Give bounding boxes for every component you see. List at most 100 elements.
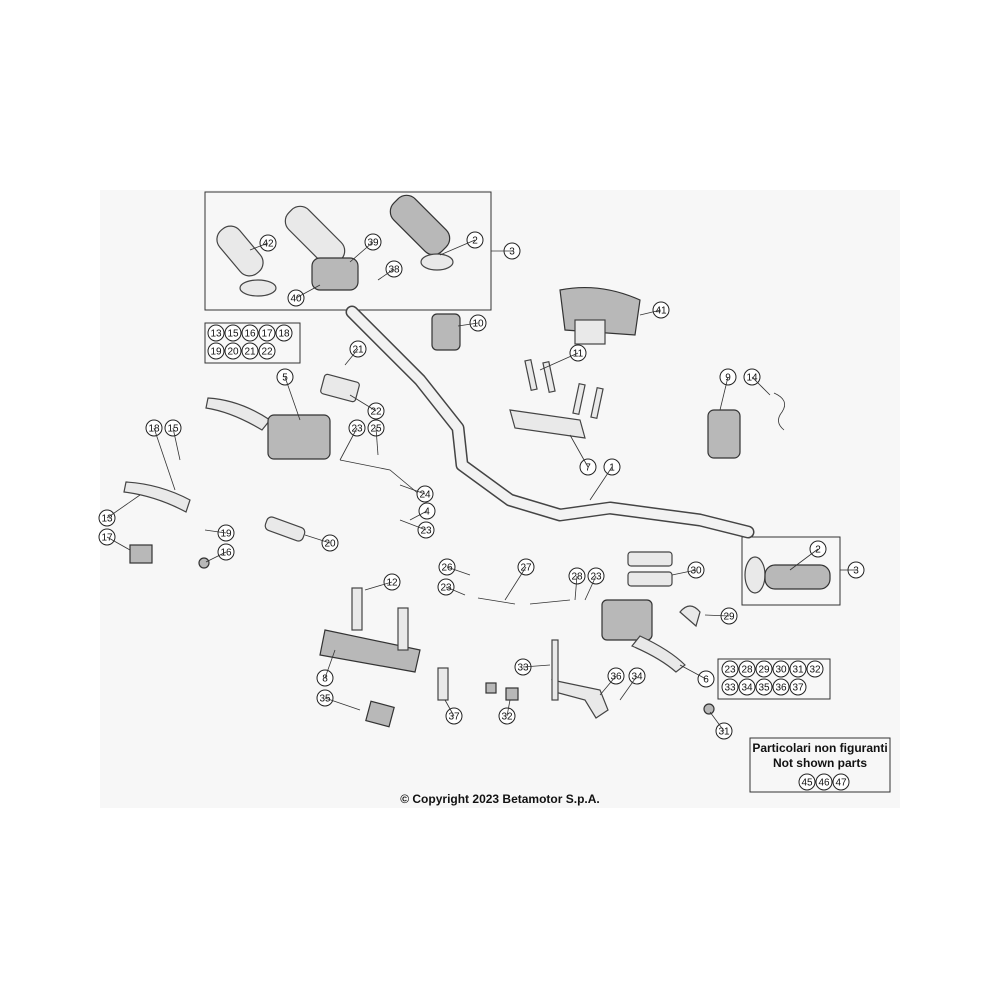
part-17: [129, 544, 153, 564]
svg-text:16: 16: [244, 329, 256, 340]
clutch-lever-5: [205, 397, 271, 431]
svg-text:17: 17: [101, 533, 113, 544]
nut-32: [505, 687, 519, 701]
svg-text:22: 22: [370, 407, 382, 418]
part-35: [365, 700, 395, 728]
svg-text:23: 23: [351, 424, 363, 435]
master-cylinder-5: [267, 414, 331, 460]
kit-right-callout-31[interactable]: 31: [789, 660, 807, 678]
not-shown-it: Particolari non figuranti: [752, 741, 887, 755]
kit-right-callout-37[interactable]: 37: [789, 678, 807, 696]
leader-line-23: [584, 575, 597, 601]
leader-line-6: [679, 664, 707, 680]
leader-line-22: [349, 394, 377, 412]
svg-text:26: 26: [441, 563, 453, 574]
svg-text:34: 34: [741, 683, 753, 694]
leader-line-28: [574, 575, 578, 601]
clip-29: [679, 605, 701, 628]
leader-line-25: [375, 427, 379, 456]
kit-left-callout-16[interactable]: 16: [241, 324, 259, 342]
kit-left-callout-20[interactable]: 20: [224, 342, 242, 360]
not-shown-callout-47[interactable]: 47: [832, 773, 850, 791]
leader-line-12: [364, 581, 393, 591]
svg-text:21: 21: [352, 345, 364, 356]
svg-text:11: 11: [573, 349, 584, 360]
right-grip-flange: [420, 253, 454, 271]
svg-text:3: 3: [509, 247, 515, 258]
leader-line-38: [377, 268, 395, 281]
svg-text:38: 38: [388, 265, 400, 276]
svg-text:28: 28: [741, 665, 753, 676]
leader-line-41: [639, 309, 662, 316]
svg-text:17: 17: [261, 329, 273, 340]
kit-left-callout-21[interactable]: 21: [241, 342, 259, 360]
svg-text:3: 3: [853, 566, 859, 577]
not-shown-frame: [749, 737, 891, 793]
kit-right-callout-28[interactable]: 28: [738, 660, 756, 678]
kit-right-callout-30[interactable]: 30: [772, 660, 790, 678]
kit-left-callout-22[interactable]: 22: [258, 342, 276, 360]
leader-line-16: [205, 551, 227, 563]
svg-text:21: 21: [244, 347, 256, 358]
svg-text:12: 12: [386, 578, 398, 589]
leader-line-13: [106, 494, 141, 519]
leader-line-27: [504, 566, 527, 601]
kit-left-callout-18[interactable]: 18: [275, 324, 293, 342]
kit-right-callout-23[interactable]: 23: [721, 660, 739, 678]
leader-line-9: [719, 376, 729, 411]
kit-right-callout-35[interactable]: 35: [755, 678, 773, 696]
svg-text:42: 42: [262, 239, 274, 250]
hose-24: [339, 459, 421, 496]
svg-text:29: 29: [758, 665, 770, 676]
svg-text:13: 13: [210, 329, 222, 340]
part-16: [198, 557, 210, 569]
leader-line-5: [284, 376, 301, 421]
not-shown-callout-45[interactable]: 45: [798, 773, 816, 791]
svg-text:6: 6: [703, 675, 709, 686]
svg-text:23: 23: [420, 526, 432, 537]
leader-line-15: [172, 427, 181, 461]
hose-27: [477, 597, 571, 605]
kit-left-callout-19[interactable]: 19: [207, 342, 225, 360]
kit-left-callout-15[interactable]: 15: [224, 324, 242, 342]
leader-line-32: [506, 699, 511, 717]
right-grip-frame: [741, 536, 841, 606]
kit-right-callout-36[interactable]: 36: [772, 678, 790, 696]
svg-text:35: 35: [319, 694, 331, 705]
not-shown-en: Not shown parts: [773, 756, 867, 770]
leader-line-23: [339, 427, 358, 461]
cover-22: [320, 373, 360, 403]
kit-right-callout-34[interactable]: 34: [738, 678, 756, 696]
leader-line-37: [444, 699, 455, 717]
right-grip: [389, 194, 451, 256]
svg-text:10: 10: [472, 319, 484, 330]
svg-text:27: 27: [520, 563, 532, 574]
leader-line-30: [671, 569, 697, 576]
kit-left-callout-17[interactable]: 17: [258, 324, 276, 342]
svg-text:30: 30: [775, 665, 787, 676]
svg-text:31: 31: [718, 727, 730, 738]
throttle-housing: [311, 257, 359, 291]
kit-left-callout-13[interactable]: 13: [207, 324, 225, 342]
cap-30: [627, 571, 673, 587]
rear-master-cylinder-6: [601, 599, 653, 641]
kit-right-callout-29[interactable]: 29: [755, 660, 773, 678]
kit-right-callout-32[interactable]: 32: [806, 660, 824, 678]
svg-text:39: 39: [367, 238, 379, 249]
not-shown-callout-46[interactable]: 46: [815, 773, 833, 791]
leader-line-26: [446, 566, 471, 576]
leader-line-4: [409, 510, 428, 521]
leader-line-39: [349, 241, 374, 263]
leader-line-35: [324, 697, 361, 711]
kit-right-callout-33[interactable]: 33: [721, 678, 739, 696]
svg-text:30: 30: [690, 566, 702, 577]
kit-right-frame: [717, 658, 831, 700]
spring-37: [437, 667, 449, 701]
svg-text:22: 22: [261, 347, 273, 358]
svg-text:36: 36: [610, 672, 622, 683]
svg-text:33: 33: [517, 663, 529, 674]
leader-line-17: [106, 536, 131, 551]
svg-text:7: 7: [585, 463, 591, 474]
